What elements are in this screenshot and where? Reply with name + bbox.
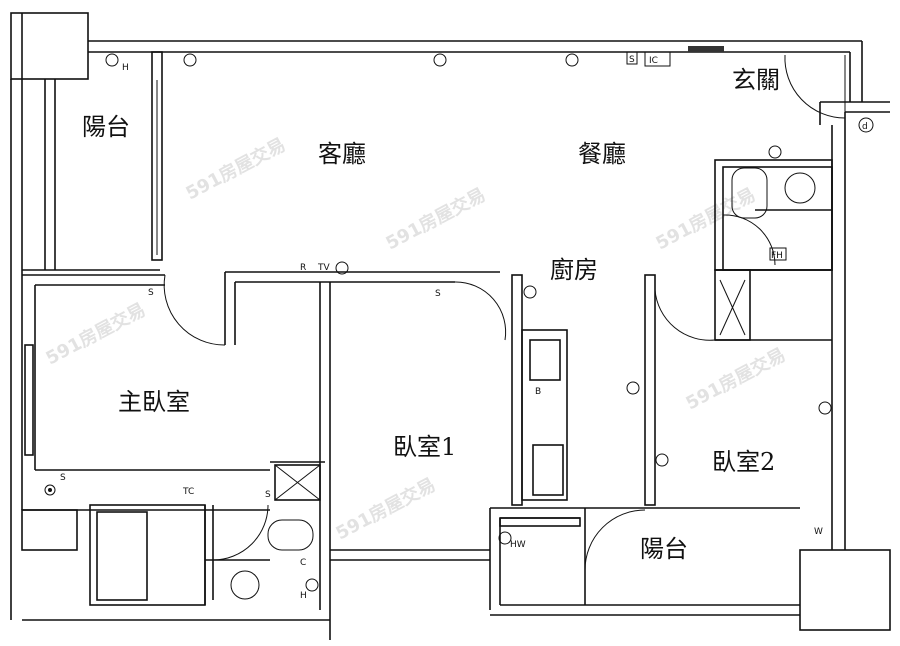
c-symbol: C [300,558,306,568]
switch-symbol: S [148,288,154,298]
switch-symbol: S [60,473,66,483]
watermark: 591房屋交易 [652,184,759,255]
switch-symbol: S [265,490,271,500]
switch-symbol: S [629,55,635,65]
fh-symbol: FH [771,251,783,261]
room-balcony-top: 陽台 [82,113,130,141]
watermark: 591房屋交易 [42,299,149,370]
room-balcony-bottom: 陽台 [640,535,688,563]
room-bedroom-1: 臥室1 [393,433,456,461]
h-symbol: H [122,63,129,73]
w-symbol: W [814,527,823,537]
room-dining: 餐廳 [578,140,626,168]
room-master-bedroom: 主臥室 [118,388,190,416]
doors [163,54,846,571]
doorbell-symbol: d [862,122,868,132]
electrical-symbols: IC S d HW FH TV R TC S S S S H H W C B [44,46,874,601]
room-bedroom-2: 臥室2 [712,448,775,476]
watermark: 591房屋交易 [332,474,439,545]
room-kitchen: 廚房 [550,256,598,284]
h-symbol: H [300,591,307,601]
watermark: 591房屋交易 [382,184,489,255]
watermarks: 591房屋交易 591房屋交易 591房屋交易 591房屋交易 591房屋交易 … [42,134,789,545]
watermark: 591房屋交易 [182,134,289,205]
room-labels: 陽台 客廳 餐廳 玄關 廚房 主臥室 臥室1 臥室2 陽台 [82,66,780,563]
tv-symbol: TV [317,263,330,273]
room-living: 客廳 [318,140,366,168]
b-symbol: B [535,387,541,397]
switch-symbol: S [435,289,441,299]
hw-symbol: HW [510,540,526,550]
r-symbol: R [300,263,306,273]
tc-symbol: TC [182,487,194,497]
watermark: 591房屋交易 [682,344,789,415]
ic-symbol: IC [649,56,658,66]
walls [10,12,891,640]
room-entry: 玄關 [732,66,780,94]
